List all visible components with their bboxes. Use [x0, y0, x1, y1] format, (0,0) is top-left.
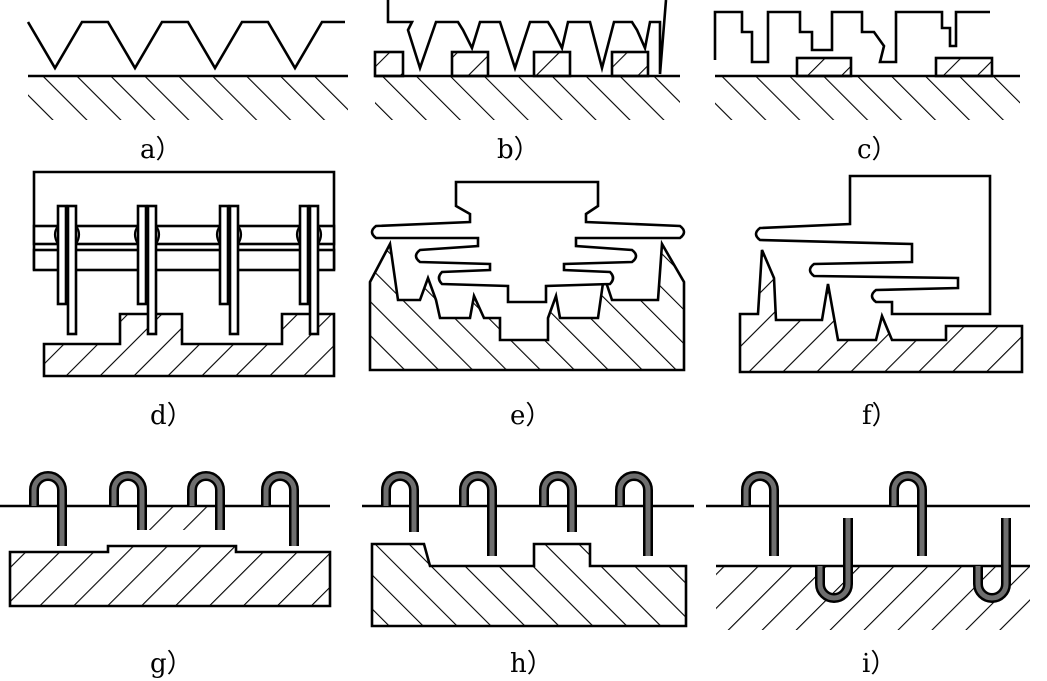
panel-b: b） [373, 0, 680, 165]
stepped-rotor [738, 249, 1024, 374]
shaft-step [532, 50, 572, 78]
panel-i: i） [706, 471, 1030, 679]
panel-label-g: g） [150, 649, 193, 679]
stepped-tooth-profile [713, 10, 990, 64]
panel-label-d: d） [150, 401, 193, 431]
panel-label-f: f） [862, 401, 898, 431]
panel-a: a） [26, 20, 348, 165]
shaft-step [373, 50, 405, 78]
bar [32, 224, 336, 246]
panel-label-a: a） [140, 135, 182, 165]
shaft [370, 542, 688, 628]
shaft-step [610, 50, 650, 78]
panel-label-i: i） [862, 649, 896, 679]
labyrinth-strips [381, 471, 653, 556]
stepped-rotor [368, 239, 686, 372]
stepped-tooth-profile [386, 0, 668, 75]
shaft-hatching [715, 76, 1020, 120]
partial-hatching [128, 506, 224, 530]
labyrinth-strips [741, 471, 1011, 603]
panel-d: d） [32, 170, 336, 431]
panel-label-c: c） [857, 135, 898, 165]
shaft-hatching [28, 76, 348, 120]
panel-g: g） [0, 471, 332, 679]
shaft [8, 544, 332, 608]
stepped-shaft [42, 312, 336, 378]
bar [32, 248, 336, 272]
strip-group [56, 204, 320, 336]
shaft-hatching [375, 76, 680, 120]
panel-f: f） [738, 174, 1024, 431]
panel-label-e: e） [510, 401, 551, 431]
panel-e: e） [368, 180, 686, 431]
stator-body [370, 180, 686, 304]
stator-body [754, 174, 992, 316]
panel-label-b: b） [497, 135, 540, 165]
seal-housing [32, 170, 336, 270]
shaft-step [934, 56, 994, 78]
labyrinth-strips [29, 471, 299, 546]
shaft-step [450, 50, 490, 78]
panel-label-h: h） [510, 649, 553, 679]
caulking-marks [53, 225, 323, 245]
panel-c: c） [713, 10, 1020, 165]
panel-h: h） [362, 471, 694, 679]
tooth-profile [26, 20, 345, 71]
shaft-step [795, 56, 853, 78]
